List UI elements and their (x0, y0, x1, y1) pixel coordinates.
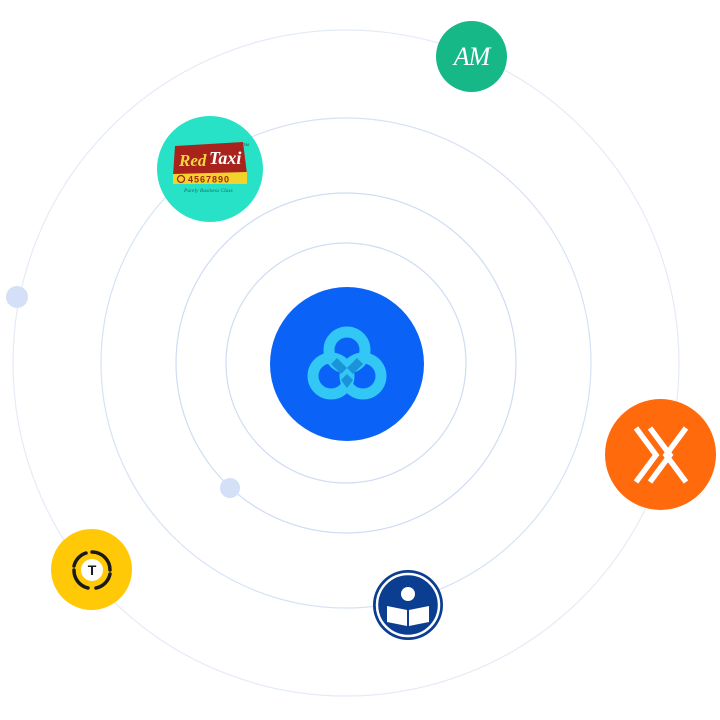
book-logo[interactable] (373, 570, 443, 640)
t-letter: T (87, 562, 96, 578)
redtaxi-logo[interactable]: Red Taxi 4567890 Purely Business Class T… (157, 116, 263, 222)
orbit-dot (6, 286, 28, 308)
orbit-dot (220, 478, 240, 498)
orbit-ring-3 (100, 117, 592, 609)
redtaxi-tagline: Purely Business Class (183, 188, 233, 194)
yellow-t-logo[interactable]: T (51, 529, 132, 610)
double-x-icon (633, 425, 688, 484)
redtaxi-tm: TM (243, 142, 249, 147)
orange-x-logo[interactable] (605, 399, 716, 510)
hub-logo (270, 287, 424, 441)
orbit-ring-1 (225, 242, 467, 484)
am-logo[interactable]: AM (436, 21, 507, 92)
orbit-ring-2 (175, 192, 517, 534)
redtaxi-phone: 4567890 (188, 175, 230, 185)
t-ring-icon: T (71, 549, 112, 590)
orbit-ring-4 (12, 29, 680, 697)
phone-icon (176, 174, 186, 184)
hub-knot-icon (307, 326, 387, 400)
redtaxi-red-text: Red (178, 151, 207, 170)
reader-book-icon (375, 572, 441, 638)
am-logo-text: AM (453, 41, 491, 71)
redtaxi-taxi-text: Taxi (209, 148, 241, 168)
redtaxi-logo-mark: Red Taxi 4567890 Purely Business Class T… (173, 142, 249, 194)
